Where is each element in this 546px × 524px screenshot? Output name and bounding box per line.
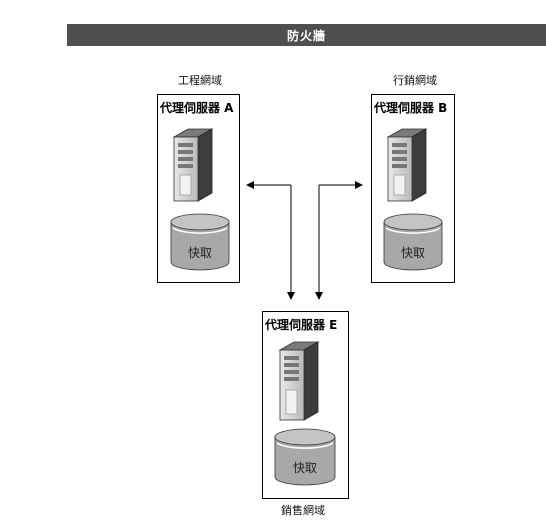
cache-icon-a: 快取 — [170, 213, 230, 271]
proxy-title-a: 代理伺服器 A — [160, 101, 234, 115]
cache-label-a: 快取 — [188, 246, 212, 260]
firewall-label: 防火牆 — [286, 28, 326, 43]
firewall-bar: 防火牆 — [67, 24, 546, 46]
cache-icon-e: 快取 — [274, 428, 336, 486]
proxy-title-e: 代理伺服器 E — [265, 318, 338, 332]
connector-b-e — [315, 181, 363, 300]
proxy-title-b: 代理伺服器 B — [374, 101, 448, 115]
domain-label-marketing: 行銷網域 — [393, 74, 437, 87]
domain-label-engineering: 工程網域 — [178, 74, 222, 87]
server-icon-e — [278, 341, 320, 421]
cache-label-e: 快取 — [293, 461, 317, 475]
cache-icon-b: 快取 — [383, 213, 443, 271]
server-icon-b — [386, 128, 428, 202]
connector-a-e — [246, 181, 295, 300]
domain-label-sales: 銷售網域 — [281, 504, 325, 517]
server-icon-a — [172, 128, 214, 202]
cache-label-b: 快取 — [401, 246, 425, 260]
